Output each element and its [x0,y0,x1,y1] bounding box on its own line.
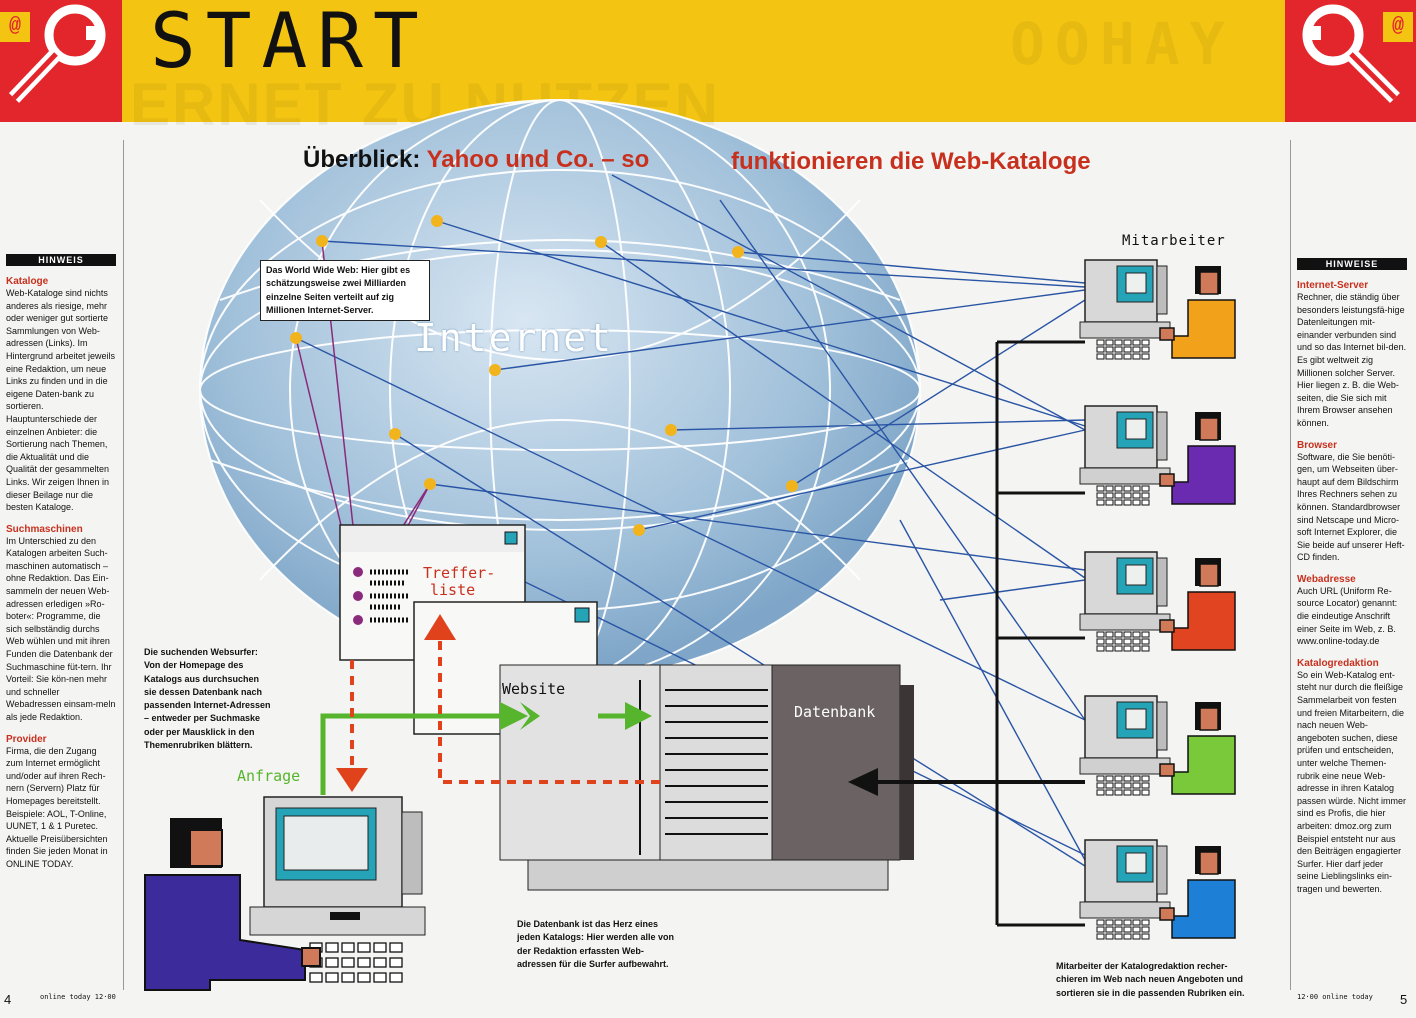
sidebar-text: Software, die Sie benöti-gen, um Webseit… [1297,451,1405,563]
sidebar-right: HINWEISE Internet-Server Rechner, die st… [1297,258,1407,896]
column-divider-left [123,140,124,990]
arrow-head-green [520,702,540,730]
keyboard-icon [1096,775,1150,796]
sidebar-text: Firma, die den Zugang zum Internet ermög… [6,745,108,869]
www-callout: Das World Wide Web: Hier gibt es schätzu… [260,260,430,322]
headline-red-continued: funktionieren die Web-Kataloge [731,148,1091,175]
sidebar-term: Browser [1297,439,1338,451]
keyboard-icon [1096,631,1150,652]
sidebar-text: Auch URL (Uniform Re-source Locator) gen… [1297,585,1398,647]
column-divider-right [1290,140,1291,990]
sidebar-text: Im Unterschied zu den Katalogen arbeiten… [6,535,116,722]
magnifier-logo-right: @ [1285,0,1416,122]
keyboard-icon [1096,919,1150,940]
staff-workstation [1079,551,1236,652]
ghost-headline-right: OOHAY [1010,10,1235,78]
at-badge-right: @ [1383,12,1413,42]
magnifier-icon [1302,4,1400,103]
datenbank-label: Datenbank [794,703,876,721]
staff-bus [995,340,1085,927]
surfer-computer [249,796,426,983]
hitlist-label: Treffer- liste [423,565,495,599]
sidebar-term: Kataloge [6,276,49,287]
surfer-caption: Die suchenden Websurfer: Von der Homepag… [144,647,271,751]
arrow-head-green [500,702,528,730]
arrow-head-green [625,702,652,730]
arrow-head-red [336,768,368,792]
website-label: Website [502,680,566,698]
arrow-head-red [424,614,456,640]
keyboard-icon [1096,339,1150,360]
sidebar-text: Rechner, die ständig über besonders leis… [1297,292,1407,428]
section-title: START [150,0,429,85]
staff-workstation [1079,259,1236,360]
sidebar-term: Suchmaschinen [6,523,83,535]
header-band [0,0,1416,122]
staff-workstation [1079,405,1236,506]
staff-workstations [1079,259,1236,940]
magazine-footer-right: 12·00 online today [1297,993,1373,1001]
datenbank-caption: Die Datenbank ist das Herz eines jeden K… [517,919,675,969]
mitarbeiter-caption: Mitarbeiter der Katalogredaktion recher-… [1056,961,1245,998]
staff-workstation [1079,839,1236,940]
sidebar-term: Internet-Server [1297,280,1369,291]
result-arrow [350,640,660,784]
server-nodes [290,215,798,536]
diagram-headline: Überblick: Yahoo und Co. – so [303,146,649,174]
hitlist-label-line: Treffer- [423,564,496,582]
headline-bold: Überblick: [303,146,421,173]
internet-label: Internet [414,316,614,360]
surfer-person [144,818,321,991]
headline-red: Yahoo und Co. – so [426,146,650,173]
sidebar-term: Provider [6,733,47,745]
connection-lines [295,174,1086,867]
sidebar-heading: HINWEISE [1297,258,1407,270]
sidebar-text: Web-Kataloge sind nichts anderes als rie… [6,288,116,513]
mitarbeiter-label: Mitarbeiter [1122,233,1226,249]
sidebar-left: HINWEIS Kataloge Web-Kataloge sind nicht… [6,254,116,871]
keyboard-icon [1096,485,1150,506]
magazine-footer-left: online today 12·00 [40,993,116,1001]
sidebar-heading: HINWEIS [6,254,116,266]
database-server [499,664,914,891]
anfrage-label: Anfrage [237,767,301,785]
sidebar-text: So ein Web-Katalog ent-steht nur durch d… [1297,669,1407,894]
sidebar-term: Katalogredaktion [1297,657,1379,669]
page-number-right: 5 [1400,992,1408,1007]
magnifier-logo-left: @ [0,0,122,122]
page-number-left: 4 [4,992,12,1007]
hitlist-label-line: liste [430,581,476,599]
magnifier-icon [8,4,106,103]
sidebar-term: Webadresse [1297,573,1356,585]
staff-workstation [1079,695,1236,796]
at-badge-left: @ [0,12,30,42]
